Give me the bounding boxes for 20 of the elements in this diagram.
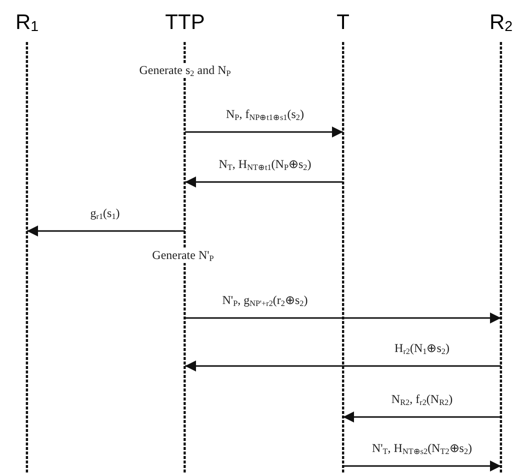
message-arrow [27, 226, 185, 236]
note-text: Generate s$_{2}$ and N$_{P}$ [138, 63, 232, 78]
message-arrow [185, 312, 501, 324]
message-arrow [185, 126, 343, 138]
message-arrow [343, 412, 501, 422]
message-arrow [185, 360, 501, 372]
message-arrow [343, 460, 501, 472]
participant-name: R$_{1}$ [15, 11, 39, 35]
message-label: N$_{T}$, H$_{NT⊕t1}$(N$_{P}$⊕s$_{2}$) [218, 157, 312, 172]
note-text: Generate N'$_{P}$ [151, 248, 215, 263]
participant-name: TTP [165, 11, 205, 35]
participant-name: T [336, 11, 350, 35]
message-arrow [185, 176, 343, 188]
message-label: H$_{r2}$(N$_{1}$⊕s$_{2}$) [394, 341, 450, 356]
message-label: N$_{P}$, f$_{NP⊕t1⊕s1}$(s$_{2}$) [226, 107, 304, 122]
message-label: N$_{R2}$, f$_{r2}$(N$_{R2}$) [391, 392, 453, 407]
message-label: g$_{r1}$(s$_{1}$) [90, 206, 120, 221]
message-label: N'$_{P}$, g$_{NP'+r2}$(r$_{2}$⊕s$_{2}$) [222, 293, 308, 308]
participant-name: R$_{2}$ [489, 11, 513, 35]
message-label: N'$_{T}$, H$_{NT⊕s2}$(N$_{T2}$⊕s$_{2}$) [372, 441, 472, 456]
